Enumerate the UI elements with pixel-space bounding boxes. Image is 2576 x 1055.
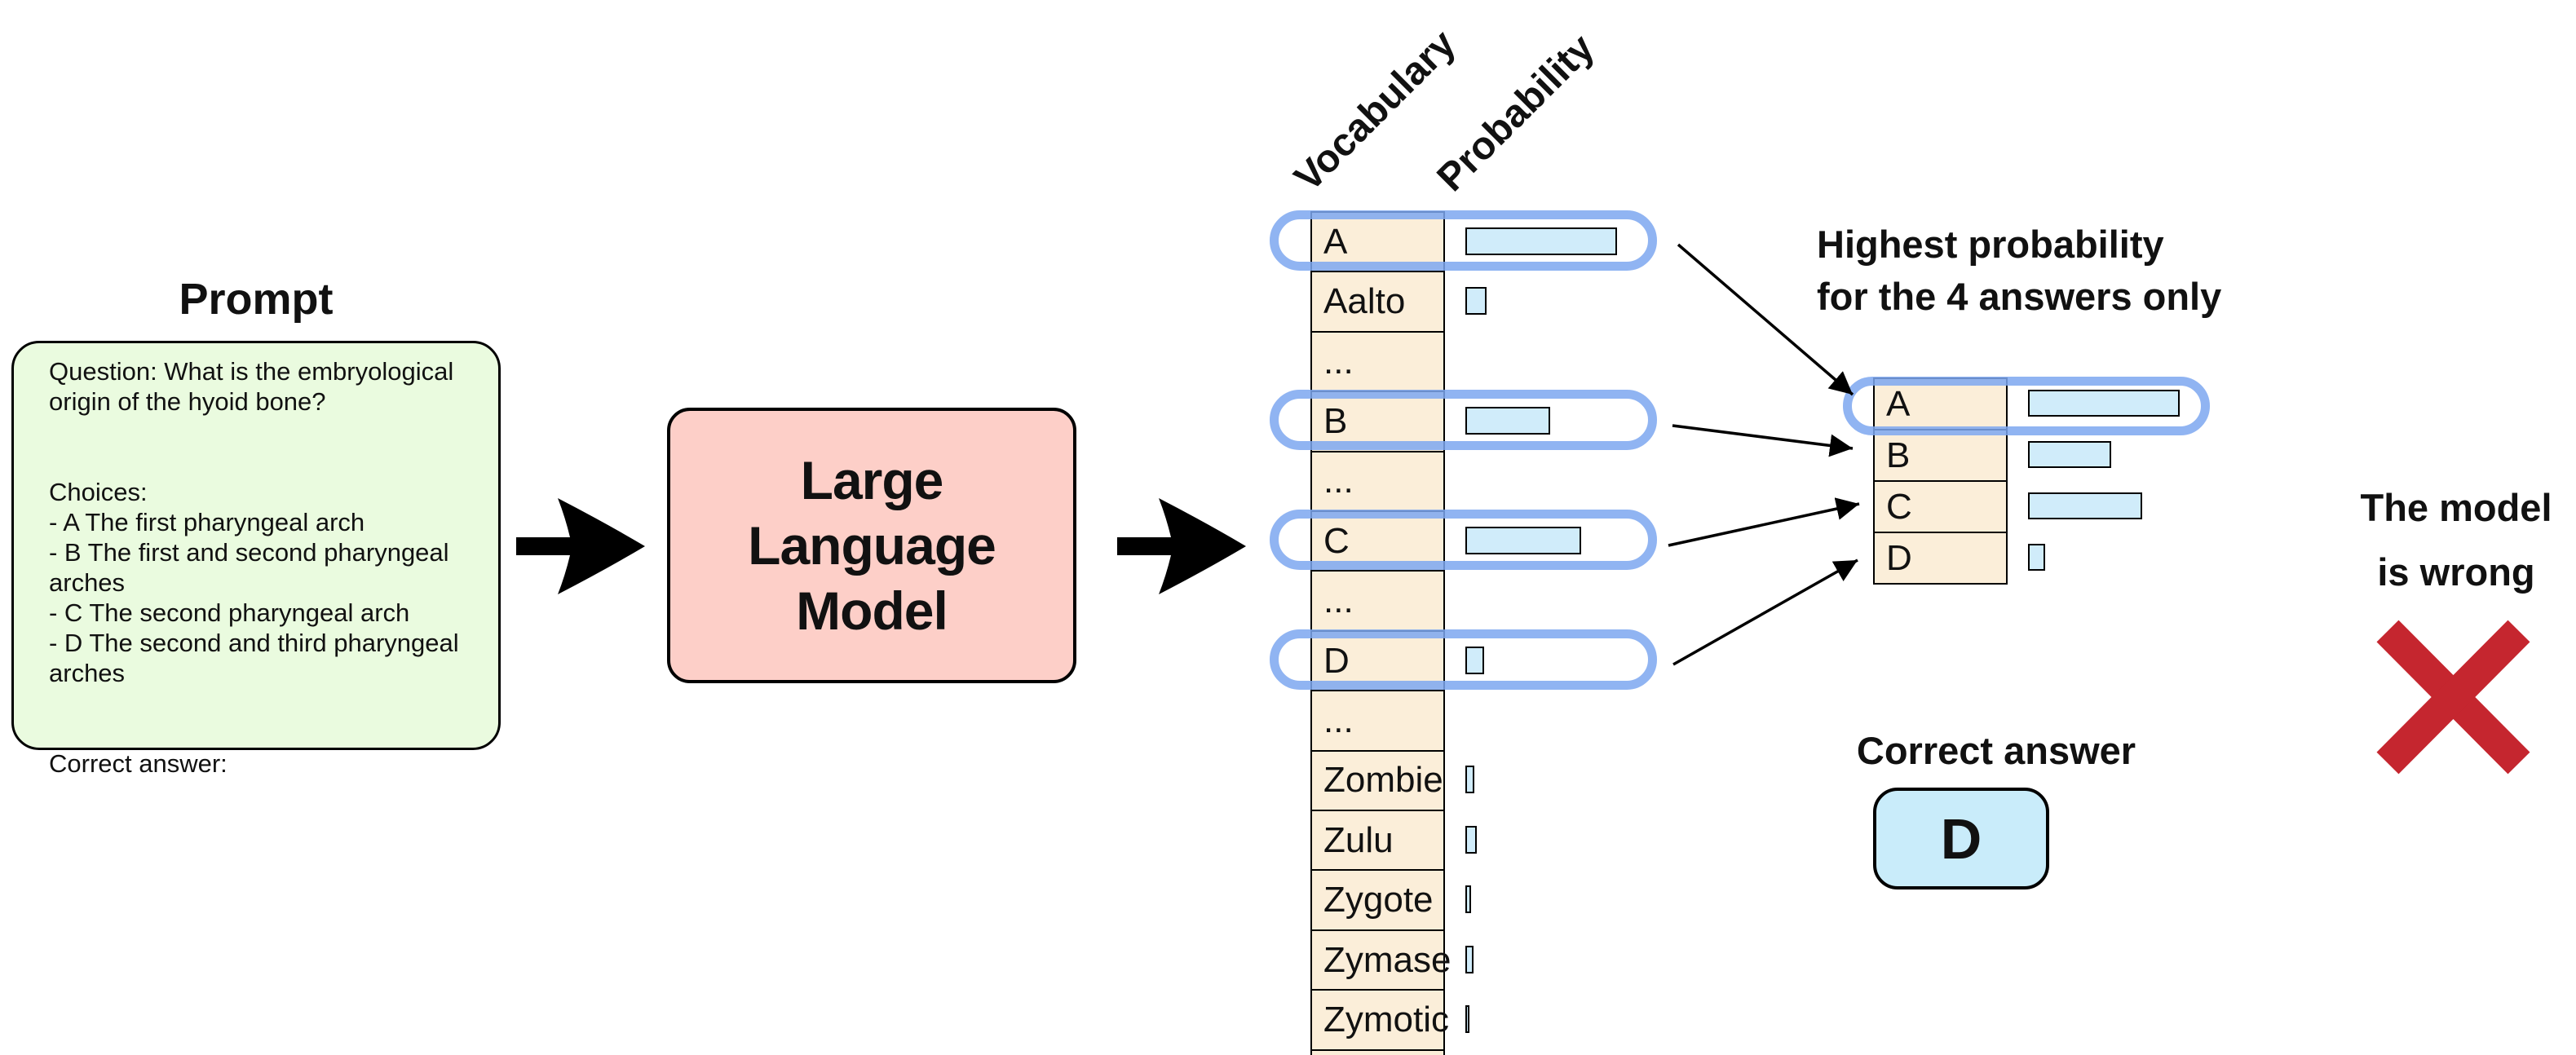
probability-bar [1465, 945, 1474, 973]
token-label: Aalto [1323, 281, 1406, 322]
prompt-box [11, 341, 501, 750]
probability-bar [1465, 406, 1550, 435]
highlight-outline [1270, 210, 1657, 271]
probability-bar [1465, 1004, 1469, 1033]
token-label: B [1323, 401, 1348, 442]
token-label: A [1323, 221, 1348, 262]
token-label: ... [1323, 700, 1354, 741]
probability-bar [2028, 492, 2142, 519]
arrow-right-icon [1117, 498, 1246, 594]
token-label: D [1323, 640, 1350, 681]
token-cell: Zygote [1310, 869, 1445, 932]
probability-bar [1465, 646, 1484, 674]
correct-answer-value: D [1940, 806, 1982, 871]
token-cell: B [1873, 429, 2008, 483]
token-label: Zygote [1323, 880, 1434, 920]
prompt-title: Prompt [179, 275, 334, 324]
highlight-outline [1270, 510, 1657, 570]
token-label: Zulu [1323, 819, 1394, 860]
token-cell: ... [1310, 330, 1445, 393]
token-cell: Zymase [1310, 929, 1451, 991]
probability-bar [2028, 390, 2180, 417]
highlight-outline [1270, 390, 1657, 451]
token-label: B [1886, 435, 1911, 475]
probability-bar [2028, 441, 2111, 468]
token-cell: ... [1310, 690, 1445, 752]
verdict-text: The model is wrong [2360, 486, 2552, 594]
probability-bar [1465, 825, 1477, 854]
highlight-outline [1270, 629, 1657, 690]
token-cell: ... [1310, 450, 1445, 513]
token-label: A [1886, 383, 1911, 424]
token-cell: Zombie [1310, 749, 1445, 812]
probability-bar [1465, 766, 1474, 794]
llm-box: Large Language Model [667, 408, 1076, 683]
red-cross-icon [2376, 620, 2530, 775]
token-cell: ... [1310, 570, 1445, 633]
result-heading: Highest probability for the 4 answers on… [1817, 223, 2222, 318]
correct-answer-box: D [1873, 788, 2049, 889]
token-label: C [1323, 520, 1350, 561]
token-cell: Zulu [1310, 810, 1445, 872]
probability-bar [1465, 885, 1471, 914]
highlight-outline [1843, 377, 2210, 435]
token-label: Zymotic [1323, 1000, 1449, 1040]
token-cell: C [1873, 480, 2008, 534]
arrow-right-icon [516, 498, 645, 594]
token-label: Zombie [1323, 760, 1443, 801]
token-label: ... [1323, 580, 1354, 621]
token-label: ... [1323, 341, 1354, 382]
probability-bar [2028, 544, 2045, 571]
llm-label: Large Language Model [748, 450, 996, 641]
probability-bar [1465, 227, 1617, 255]
probability-bar [1465, 287, 1487, 316]
token-label: ... [1323, 461, 1354, 501]
prompt-text: Question: What is the embryological orig… [49, 357, 459, 778]
token-label: Zymase [1323, 939, 1451, 980]
token-label: D [1886, 537, 1912, 578]
token-cell [1310, 1048, 1445, 1055]
probability-bar [1465, 526, 1581, 554]
token-cell: D [1873, 532, 2008, 585]
correct-answer-label: Correct answer [1856, 729, 2136, 772]
token-cell: Aalto [1310, 271, 1445, 333]
token-label: C [1886, 486, 1912, 527]
token-cell: Zymotic [1310, 989, 1449, 1051]
